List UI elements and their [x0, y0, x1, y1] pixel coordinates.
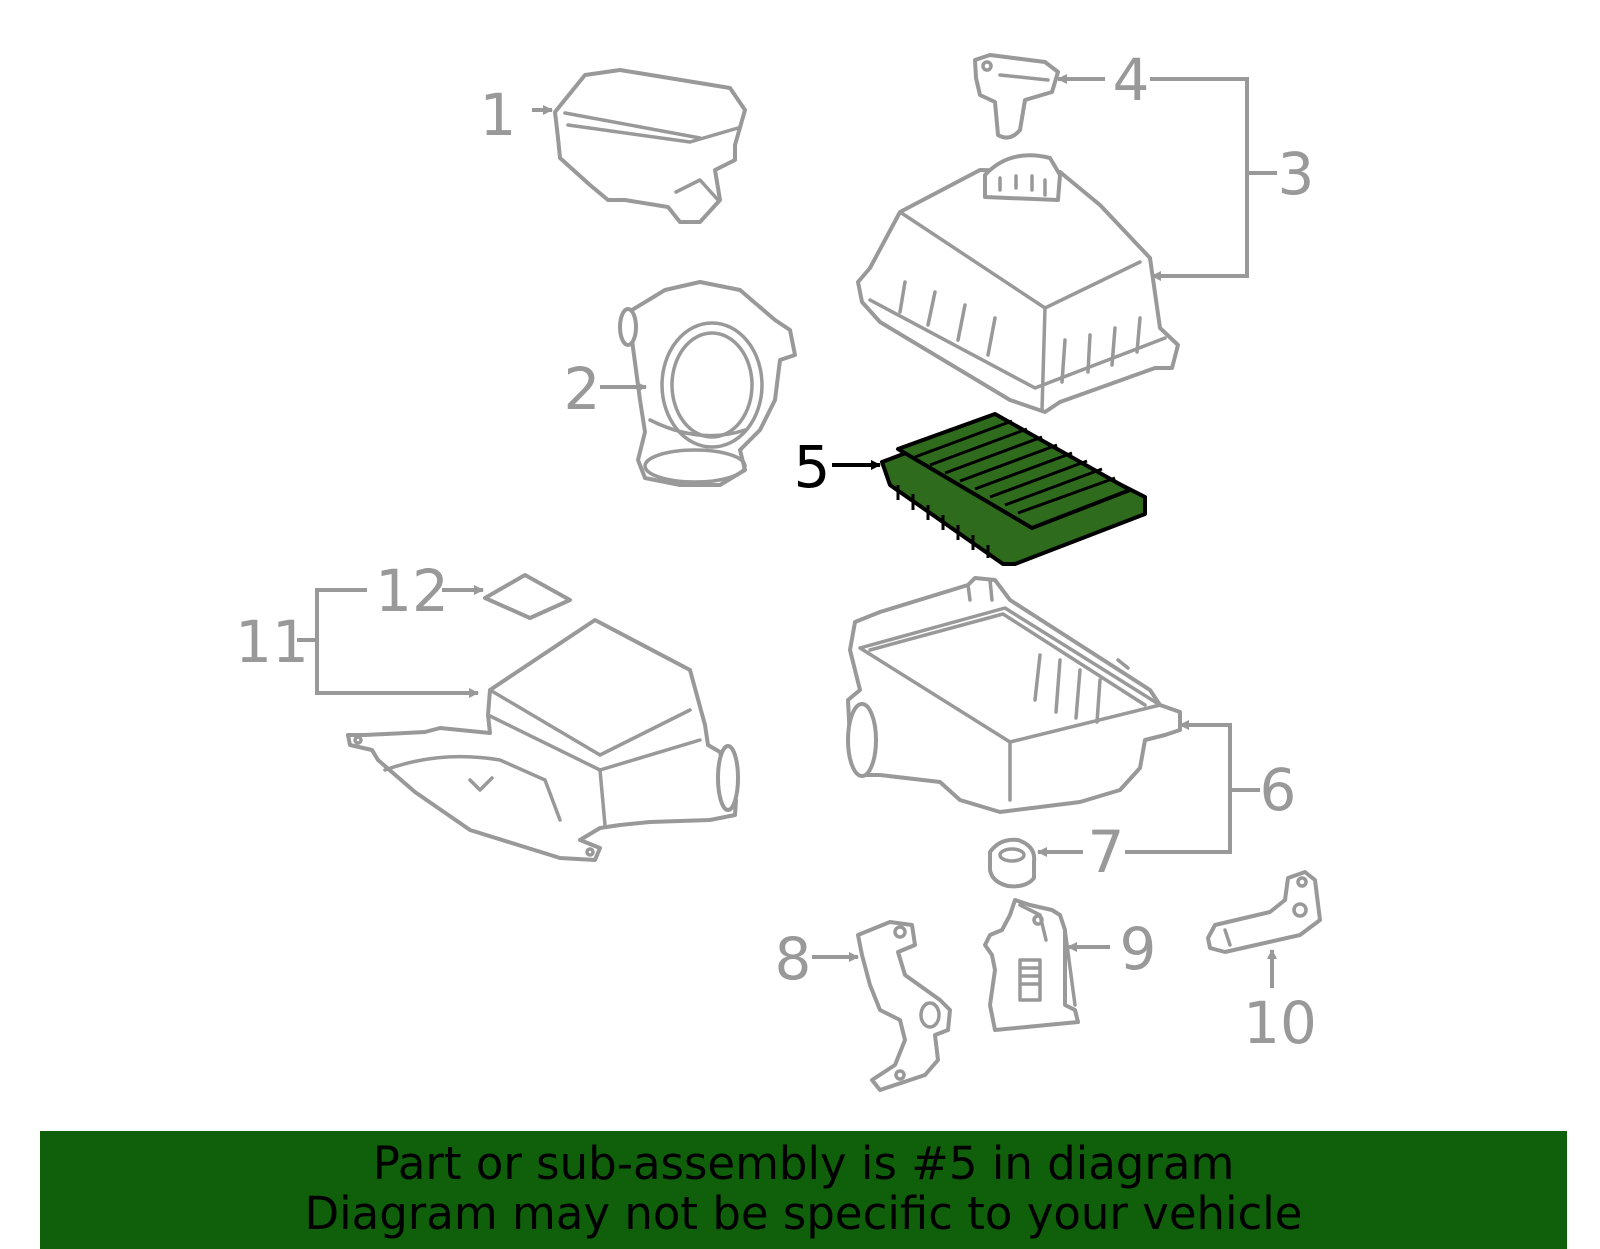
callout-4: 4 — [1113, 46, 1150, 114]
footer-line-2: Diagram may not be specific to your vehi… — [304, 1187, 1303, 1240]
callout-9: 9 — [1120, 915, 1157, 983]
leader-lines — [297, 74, 1277, 988]
part-6-air-cleaner-case — [846, 576, 1182, 814]
part-8-bracket — [856, 920, 952, 1092]
part-10-bracket — [1206, 870, 1322, 954]
callout-6: 6 — [1260, 756, 1297, 824]
callout-11: 11 — [235, 608, 309, 676]
callout-labels: 1 2 3 4 5 6 7 8 9 10 11 12 — [235, 46, 1317, 1057]
part-9-bracket-stud — [983, 898, 1080, 1032]
callout-2: 2 — [564, 355, 601, 423]
callout-7: 7 — [1088, 818, 1125, 886]
callout-5: 5 — [794, 433, 831, 501]
footer-banner: Part or sub-assembly is #5 in diagram Di… — [40, 1131, 1567, 1249]
part-7-grommet — [988, 837, 1037, 889]
part-3-air-cleaner-cap — [856, 153, 1180, 414]
part-2-intake-pipe — [618, 280, 797, 487]
callout-12: 12 — [375, 557, 449, 625]
part-12-label — [483, 573, 572, 620]
callout-3: 3 — [1278, 140, 1315, 208]
part-11-intake-duct — [346, 618, 740, 862]
footer-line-1: Part or sub-assembly is #5 in diagram — [372, 1137, 1235, 1190]
parts-diagram: 1 2 3 4 5 6 7 8 9 10 11 12 — [235, 46, 1322, 1092]
part-4-maf-sensor — [973, 53, 1060, 140]
callout-1: 1 — [480, 81, 517, 149]
callout-8: 8 — [775, 925, 812, 993]
part-5-air-filter — [880, 412, 1147, 566]
part-1-resonator — [553, 68, 747, 224]
callout-10: 10 — [1243, 989, 1317, 1057]
